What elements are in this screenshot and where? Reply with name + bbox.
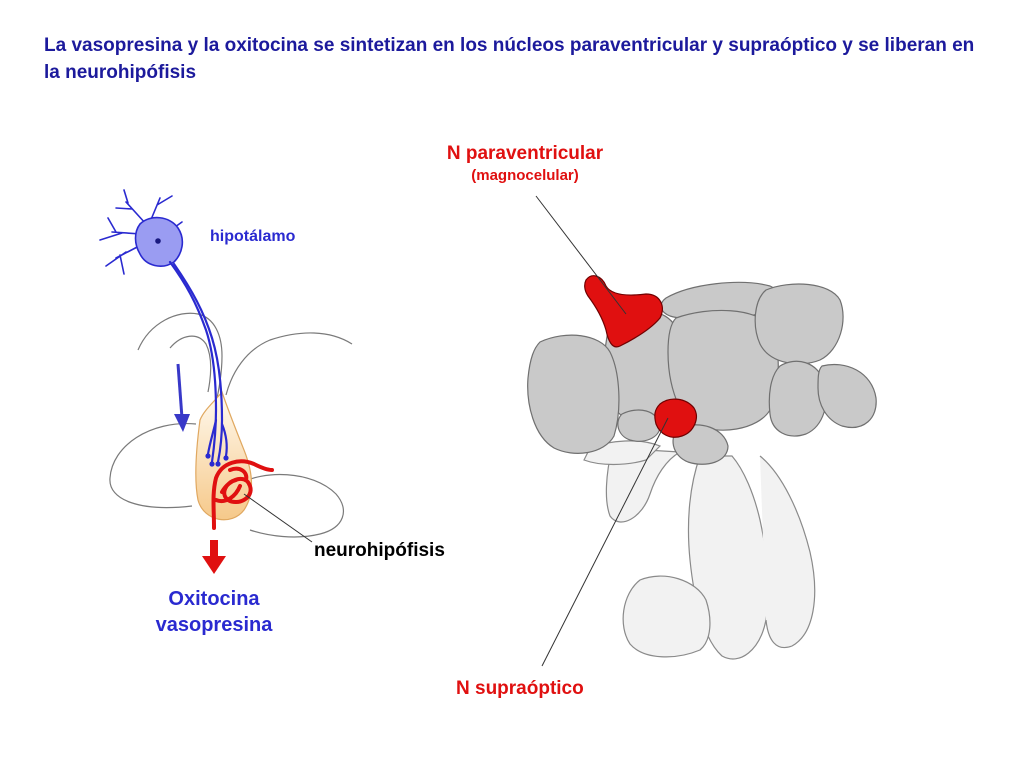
hormone-vasopressin: vasopresina	[155, 614, 273, 636]
hypothalamus-outline	[109, 312, 353, 538]
down-arrow-icon	[174, 363, 190, 432]
paraventricular-subtitle: (magnocelular)	[471, 167, 579, 184]
neurohypophysis-label: neurohipófisis	[314, 540, 445, 561]
neurohypophysis-leader-line	[243, 493, 313, 543]
nuclei-cluster	[527, 281, 877, 465]
supraoptic-nucleus	[654, 398, 697, 438]
hormone-oxytocin: Oxitocina	[168, 588, 260, 610]
brainstem-structure	[583, 440, 816, 660]
paraventricular-leader-line	[535, 195, 627, 315]
slide-title: La vasopresina y la oxitocina se sinteti…	[44, 35, 975, 83]
hypothalamus-label: hipotálamo	[210, 228, 296, 245]
capillary-plexus-icon	[211, 459, 274, 530]
paraventricular-label: N paraventricular (magnocelular)	[420, 142, 630, 186]
supraoptic-label: N supraóptico	[456, 678, 584, 699]
hormones-label: Oxitocina vasopresina	[134, 586, 294, 638]
neuron-icon	[99, 189, 229, 467]
release-arrow-icon	[202, 540, 226, 574]
supraoptic-leader-line	[541, 417, 669, 667]
paraventricular-title: N paraventricular	[446, 143, 604, 164]
